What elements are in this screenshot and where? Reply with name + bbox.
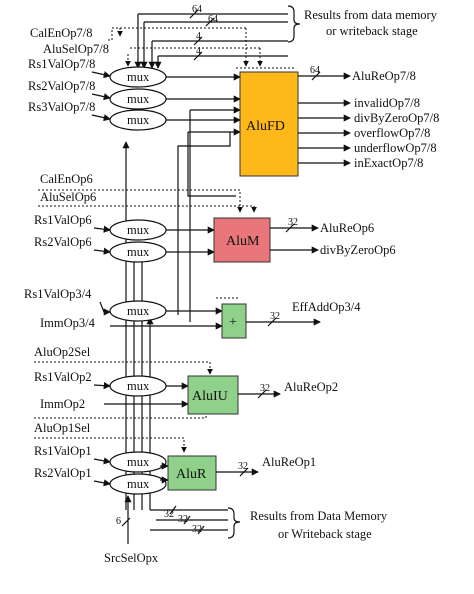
- input-rs1-6: Rs1ValOp6: [34, 213, 92, 227]
- bus-width-64-b: 64: [208, 14, 218, 25]
- svg-text:mux: mux: [127, 113, 150, 127]
- bus-width-32-b: 32: [178, 514, 188, 525]
- output-effadd34: EffAddOp3/4: [292, 300, 361, 314]
- input-rs2-6: Rs2ValOp6: [34, 235, 92, 249]
- input-imm2: ImmOp2: [40, 397, 85, 411]
- alum-label: AluM: [226, 234, 260, 249]
- output-alure6: AluReOp6: [320, 221, 374, 235]
- bottom-note-line1: Results from Data Memory: [250, 509, 388, 523]
- svg-text:mux: mux: [127, 223, 150, 237]
- alufd-block: AluFD: [236, 67, 299, 177]
- output-alure1: AluReOp1: [262, 455, 316, 469]
- mux-op1-b: mux: [109, 473, 167, 495]
- input-rs3-78: Rs3ValOp7/8: [28, 100, 95, 114]
- mux-op6-b: mux: [109, 241, 167, 263]
- mux-op78-c: mux: [109, 109, 167, 131]
- input-rs2-78: Rs2ValOp7/8: [28, 79, 95, 93]
- aluiu-block: AluIU: [187, 375, 239, 415]
- input-rs1-78: Rs1ValOp7/8: [28, 57, 95, 71]
- top-brace: [287, 5, 301, 43]
- bus-width-32-adder: 32: [270, 311, 280, 322]
- bus-width-4-b: 4: [196, 46, 201, 57]
- input-rs2-1: Rs2ValOp1: [34, 466, 92, 480]
- output-invalid78: invalidOp7/8: [354, 96, 420, 110]
- op34-section: Rs1ValOp3/4 ImmOp3/4 mux + 32 EffAddOp3/…: [24, 287, 361, 339]
- alur-block: AluR: [167, 455, 217, 491]
- input-alusel6: AluSelOp6: [40, 190, 96, 204]
- input-aluop1sel: AluOp1Sel: [34, 421, 91, 435]
- top-note-line2: or writeback stage: [326, 24, 418, 38]
- svg-text:mux: mux: [127, 379, 150, 393]
- bus-width-64-out: 64: [310, 65, 320, 76]
- alufd-label: AluFD: [246, 119, 285, 134]
- bus-width-32-alur: 32: [238, 461, 248, 472]
- top-note-line1: Results from data memory: [304, 8, 438, 22]
- input-calen6: CalEnOp6: [40, 172, 93, 186]
- input-rs1-1: Rs1ValOp1: [34, 444, 92, 458]
- output-divzero6: divByZeroOp6: [320, 243, 396, 257]
- bus-width-4-a: 4: [196, 31, 201, 42]
- bottom-result-bus: 32 32 32 Results from Data Memory or Wri…: [104, 495, 388, 565]
- mux-op78-a: mux: [109, 66, 167, 88]
- bus-width-32-aluiu: 32: [260, 383, 270, 394]
- input-aluop2sel: AluOp2Sel: [34, 345, 91, 359]
- bus-width-32-alum: 32: [288, 217, 298, 228]
- svg-text:mux: mux: [127, 455, 150, 469]
- bus-width-64-a: 64: [192, 4, 202, 15]
- bus-width-32-a: 32: [164, 509, 174, 520]
- top-result-bus: 64 64 4 4 Results from data memory or wr…: [134, 4, 438, 69]
- input-rs1-2: Rs1ValOp2: [34, 370, 92, 384]
- output-underflow78: underflowOp7/8: [354, 141, 437, 155]
- output-alure78: AluReOp7/8: [352, 69, 416, 83]
- bottom-brace: [227, 507, 241, 539]
- output-alure2: AluReOp2: [284, 380, 338, 394]
- output-inexact78: inExactOp7/8: [354, 156, 423, 170]
- op6-section: CalEnOp6 AluSelOp6 Rs1ValOp6 Rs2ValOp6 m…: [34, 172, 396, 263]
- svg-text:mux: mux: [127, 477, 150, 491]
- adder-label: +: [229, 315, 237, 330]
- svg-text:mux: mux: [127, 304, 150, 318]
- input-rs1-34: Rs1ValOp3/4: [24, 287, 92, 301]
- bus-width-32-c: 32: [192, 524, 202, 535]
- mux-op34: mux: [109, 300, 167, 322]
- bus-width-6: 6: [116, 516, 121, 527]
- svg-text:mux: mux: [127, 92, 150, 106]
- mux-op78-b: mux: [109, 88, 167, 110]
- bottom-note-line2: or Writeback stage: [278, 527, 372, 541]
- output-divzero78: divByZeroOp7/8: [354, 111, 439, 125]
- input-calen78: CalEnOp7/8: [30, 26, 93, 40]
- output-overflow78: overflowOp7/8: [354, 126, 430, 140]
- aluiu-label: AluIU: [192, 389, 228, 404]
- op78-section: CalEnOp7/8 AluSelOp7/8 Rs1ValOp7/8 Rs2Va…: [28, 26, 439, 177]
- alur-label: AluR: [176, 467, 207, 482]
- op2-section: AluOp2Sel Rs1ValOp2 mux ImmOp2 AluOp1Sel…: [34, 345, 338, 453]
- mux-op1-a: mux: [109, 451, 167, 473]
- mux-op2: mux: [109, 375, 167, 397]
- mux-op6-a: mux: [109, 219, 167, 241]
- input-imm34: ImmOp3/4: [40, 316, 96, 330]
- input-srcsel: SrcSelOpx: [104, 551, 159, 565]
- adder-block: +: [221, 303, 247, 339]
- input-alusel78: AluSelOp7/8: [43, 42, 109, 56]
- op1-section: Rs1ValOp1 Rs2ValOp1 mux mux AluR 32 AluR…: [34, 444, 316, 495]
- svg-text:mux: mux: [127, 70, 150, 84]
- alum-block: AluM: [213, 217, 271, 263]
- svg-text:mux: mux: [127, 245, 150, 259]
